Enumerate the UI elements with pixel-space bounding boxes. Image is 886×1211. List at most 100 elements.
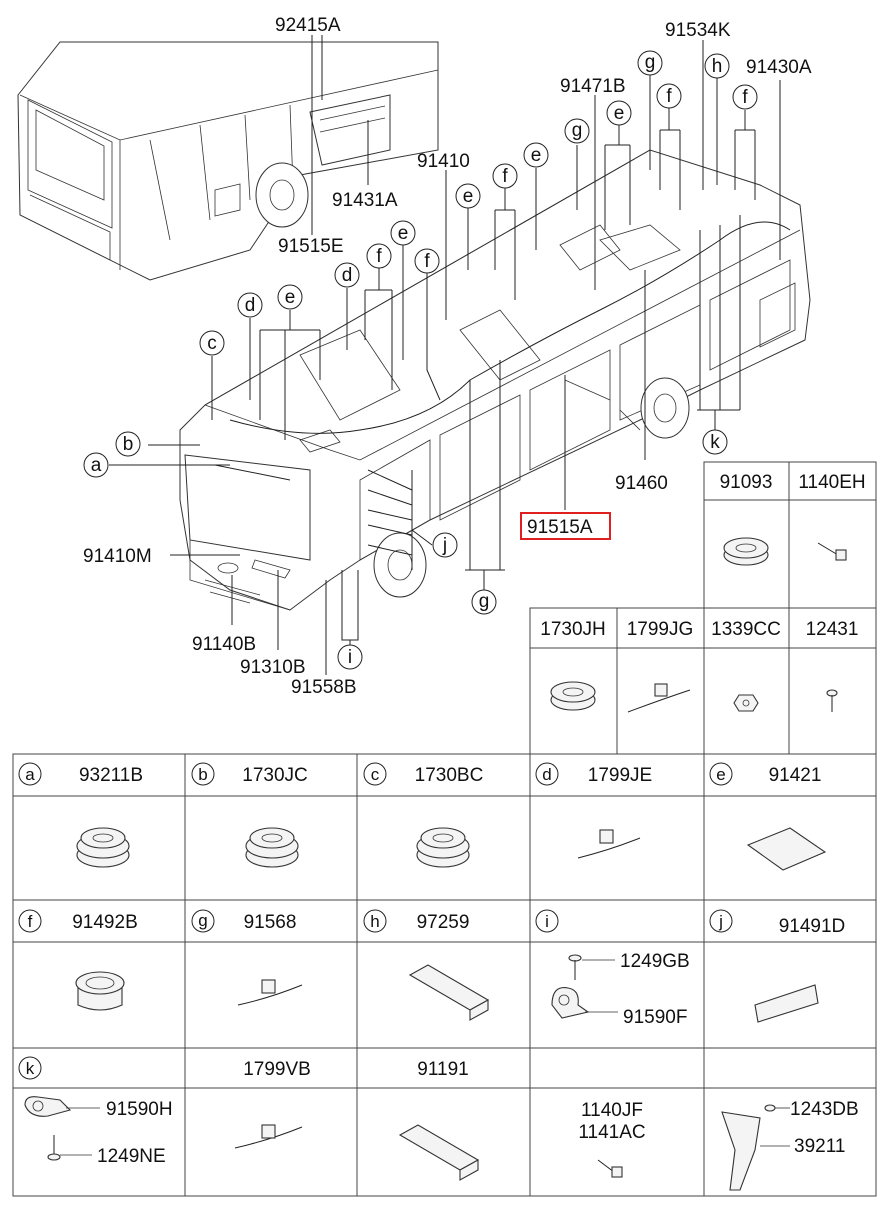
svg-text:g: g [198, 911, 207, 930]
callout-91410M: 91410M [83, 546, 152, 567]
diagram-letter-markers: a b c d e d f e f e f e g e g f h f k j … [83, 50, 758, 670]
grommet-icon [723, 537, 769, 566]
svg-text:f: f [28, 912, 33, 931]
svg-text:g: g [572, 120, 583, 141]
part-code-91590F: 91590F [623, 1007, 687, 1028]
parts-table-lower: a 93211B b 1730JC c 1730BC d 1799JE e 91… [12, 753, 877, 1197]
parts-table-upper-right: 91093 1140EH 1730JH 1799JG 1339CC 12431 [529, 461, 877, 755]
letter-marker-a: a [83, 452, 109, 478]
svg-text:g: g [479, 591, 490, 612]
svg-text:d: d [342, 265, 353, 286]
callout-91460: 91460 [615, 473, 668, 494]
svg-text:j: j [442, 535, 447, 556]
svg-text:f: f [666, 86, 672, 107]
letter-marker-e: e [277, 284, 303, 310]
callout-91140B: 91140B [192, 634, 256, 655]
cell-header-j: j [709, 909, 733, 933]
svg-text:k: k [710, 432, 720, 453]
letter-marker-e: e [606, 100, 632, 126]
part-code-91421: 91421 [769, 765, 822, 786]
svg-text:f: f [502, 166, 508, 187]
edge-protector-icon [408, 964, 490, 1021]
svg-text:f: f [424, 251, 430, 272]
svg-text:e: e [716, 765, 725, 784]
part-code-91590H: 91590H [106, 1099, 173, 1120]
letter-marker-g: g [564, 118, 590, 144]
bracket-icon [721, 1111, 790, 1191]
cell-header-d: d [535, 762, 559, 786]
part-code-1249NE: 1249NE [97, 1146, 166, 1167]
svg-text:g: g [645, 52, 656, 73]
part-code-39211: 39211 [794, 1136, 845, 1157]
cable-tie-icon [237, 979, 303, 1006]
part-code-1249GB: 1249GB [620, 951, 690, 972]
letter-marker-g: g [637, 50, 663, 76]
svg-text:k: k [26, 1059, 35, 1078]
screw-icon [47, 1135, 92, 1161]
cell-header-f: f [18, 909, 42, 933]
part-code-1799VB: 1799VB [243, 1059, 311, 1080]
letter-marker-f: f [656, 83, 682, 109]
letter-marker-c: c [199, 330, 225, 356]
svg-text:h: h [712, 56, 723, 77]
callout-91534K: 91534K [665, 20, 731, 41]
clamp-icon [24, 1096, 100, 1117]
cable-tie-icon [234, 1124, 303, 1149]
svg-text:e: e [463, 186, 474, 207]
svg-text:f: f [376, 246, 382, 267]
part-code-1799JG: 1799JG [627, 619, 694, 640]
letter-marker-h: h [704, 53, 730, 79]
bus-rear-illustration [17, 41, 439, 281]
letter-marker-e: e [390, 220, 416, 246]
pad-icon [746, 827, 827, 871]
callout-91430A: 91430A [746, 57, 812, 78]
part-code-97259: 97259 [417, 912, 470, 933]
svg-text:e: e [398, 223, 409, 244]
callout-labels: 92415A 91534K 91471B 91430A 91410 91431A… [83, 15, 812, 698]
grommet-icon [76, 827, 130, 868]
svg-text:i: i [348, 647, 352, 668]
bushing-icon [75, 971, 125, 1011]
cable-tie-icon [627, 683, 691, 713]
svg-text:h: h [370, 912, 379, 931]
screw-icon [568, 954, 615, 980]
letter-marker-i: i [337, 644, 363, 670]
screw-icon [826, 689, 838, 712]
svg-text:a: a [91, 455, 102, 476]
bolt-icon [597, 1159, 623, 1178]
part-code-91568: 91568 [244, 912, 297, 933]
cable-tie-icon [577, 829, 641, 859]
callout-91310B: 91310B [240, 657, 306, 678]
svg-text:f: f [742, 87, 748, 108]
part-code-1140EH: 1140EH [798, 472, 865, 493]
grommet-icon [245, 827, 299, 868]
part-code-1140JF: 1140JF [581, 1100, 643, 1121]
cell-header-e: e [709, 762, 733, 786]
part-code-1243DB: 1243DB [790, 1099, 859, 1120]
nut-icon [733, 694, 759, 712]
callout-91471B: 91471B [560, 76, 626, 97]
letter-marker-e: e [523, 142, 549, 168]
part-code-12431: 12431 [806, 619, 859, 640]
part-code-91492B: 91492B [72, 912, 138, 933]
letter-marker-d: d [237, 292, 263, 318]
edge-protector-icon [398, 1124, 480, 1181]
letter-marker-g: g [471, 589, 497, 615]
part-code-1799JE: 1799JE [588, 765, 652, 786]
clamp-icon [551, 987, 618, 1019]
svg-text:e: e [531, 145, 542, 166]
cell-header-b: b [191, 762, 215, 786]
letter-marker-f: f [732, 84, 758, 110]
callout-92415A: 92415A [275, 15, 341, 36]
letter-marker-e: e [455, 183, 481, 209]
grommet-icon [416, 827, 470, 868]
svg-text:i: i [545, 912, 549, 931]
leader-lines [109, 35, 781, 675]
svg-text:c: c [207, 333, 217, 354]
part-code-1730BC: 1730BC [415, 765, 484, 786]
svg-text:e: e [285, 287, 296, 308]
svg-text:b: b [123, 434, 134, 455]
letter-marker-f: f [414, 248, 440, 274]
letter-marker-f: f [492, 163, 518, 189]
